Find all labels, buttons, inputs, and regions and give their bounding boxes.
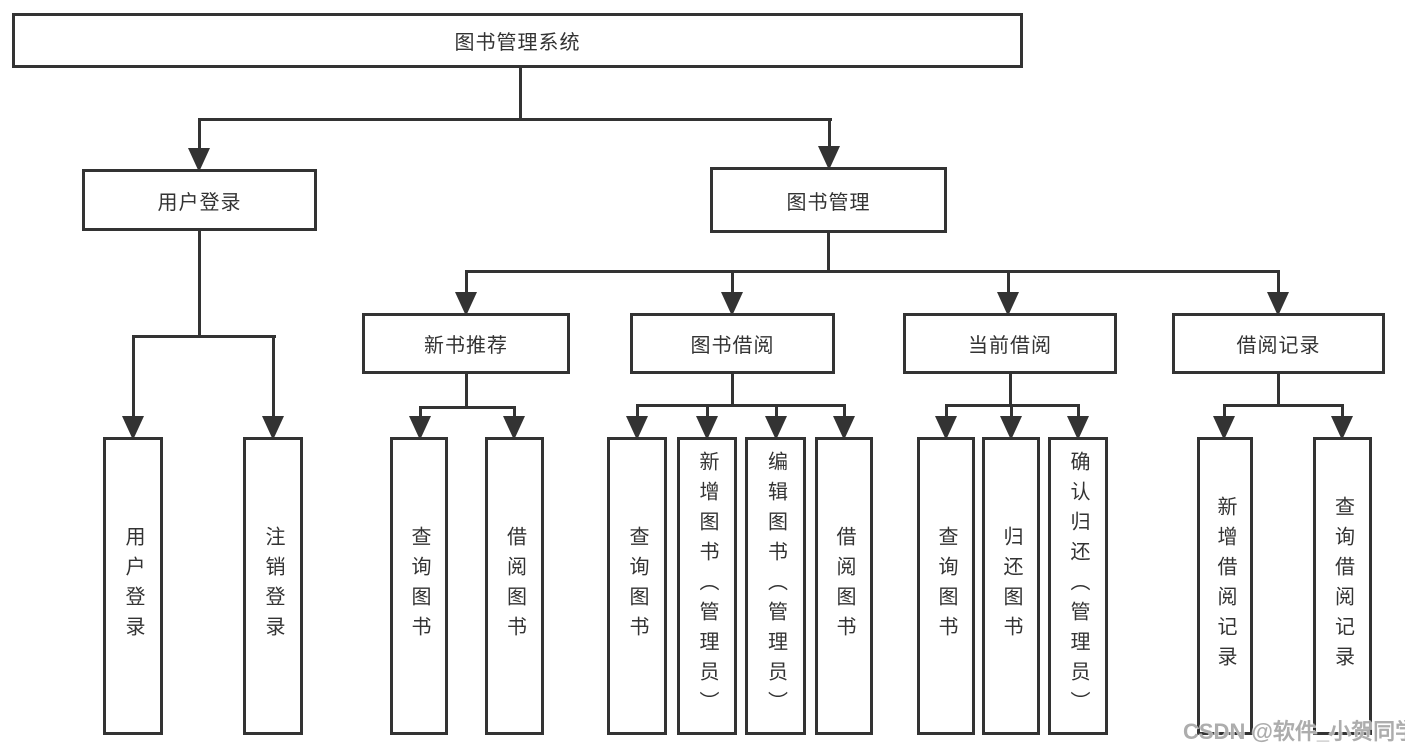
watermark: CSDN @软件_小贺同学 bbox=[1183, 719, 1405, 744]
connector-arrowhead bbox=[833, 416, 855, 440]
node-new-book-recommend: 新书推荐 bbox=[362, 313, 570, 374]
connector-arrowhead bbox=[1000, 416, 1022, 440]
node-borrow-records: 借阅记录 bbox=[1172, 313, 1385, 374]
leaf-return-books: 归还图书 bbox=[982, 437, 1040, 735]
leaf-borrow-books: 借阅图书 bbox=[815, 437, 873, 735]
connector-arrowhead bbox=[188, 148, 210, 172]
node-root-label: 图书管理系统 bbox=[454, 32, 581, 54]
connector-arrowhead bbox=[765, 416, 787, 440]
leaf-label: 用户登录 bbox=[122, 526, 144, 646]
leaf-query-books-current: 查询图书 bbox=[917, 437, 975, 735]
leaf-label: 归还图书 bbox=[1000, 526, 1022, 646]
connector-arrowhead bbox=[122, 416, 144, 440]
connector-line bbox=[636, 404, 845, 407]
connector-line bbox=[843, 404, 846, 419]
leaf-logout: 注销登录 bbox=[243, 437, 303, 735]
leaf-label: 查询借阅记录 bbox=[1331, 496, 1354, 676]
connector-line bbox=[198, 231, 201, 338]
connector-line bbox=[465, 374, 468, 408]
leaf-label: 新增借阅记录 bbox=[1214, 496, 1236, 676]
connector-line bbox=[828, 118, 831, 150]
connector-arrowhead bbox=[696, 416, 718, 440]
leaf-borrow-books-recommend: 借阅图书 bbox=[485, 437, 544, 735]
leaf-edit-books-admin: 编辑图书（管理员） bbox=[745, 437, 806, 735]
leaf-query-books-borrow: 查询图书 bbox=[607, 437, 667, 735]
node-root: 图书管理系统 bbox=[12, 13, 1023, 68]
connector-arrowhead bbox=[935, 416, 957, 440]
leaf-confirm-return-admin: 确认归还（管理员） bbox=[1048, 437, 1108, 735]
leaf-add-borrow-record: 新增借阅记录 bbox=[1197, 437, 1253, 735]
node-label: 借阅记录 bbox=[1236, 335, 1321, 357]
node-label: 图书借阅 bbox=[690, 335, 775, 357]
node-label: 新书推荐 bbox=[424, 335, 508, 357]
connector-arrowhead bbox=[1331, 416, 1353, 440]
node-book-management-branch: 图书管理 bbox=[710, 167, 947, 233]
connector-line bbox=[731, 270, 734, 296]
connector-line bbox=[1277, 270, 1280, 296]
connector-line bbox=[519, 68, 522, 121]
leaf-add-books-admin: 新增图书（管理员） bbox=[677, 437, 737, 735]
connector-arrowhead bbox=[1067, 416, 1089, 440]
leaf-query-borrow-record: 查询借阅记录 bbox=[1313, 437, 1372, 735]
leaf-label: 编辑图书（管理员） bbox=[764, 451, 787, 721]
connector-arrowhead bbox=[503, 416, 525, 440]
connector-arrowhead bbox=[721, 292, 743, 316]
connector-arrowhead bbox=[997, 292, 1019, 316]
connector-line bbox=[1007, 270, 1010, 296]
connector-line bbox=[827, 233, 830, 273]
leaf-label: 借阅图书 bbox=[503, 526, 526, 646]
connector-arrowhead bbox=[1213, 416, 1235, 440]
connector-line bbox=[465, 270, 468, 296]
connector-line bbox=[1009, 374, 1012, 406]
connector-line bbox=[636, 404, 639, 419]
connector-line bbox=[198, 118, 832, 121]
leaf-label: 查询图书 bbox=[626, 526, 648, 646]
connector-line bbox=[198, 118, 201, 152]
connector-line bbox=[945, 404, 948, 419]
connector-line bbox=[132, 335, 135, 420]
connector-line bbox=[272, 335, 275, 420]
node-label: 当前借阅 bbox=[968, 335, 1052, 357]
connector-line bbox=[465, 270, 1280, 273]
connector-line bbox=[1010, 404, 1013, 419]
connector-line bbox=[706, 404, 709, 419]
connector-line bbox=[1277, 374, 1280, 406]
connector-arrowhead bbox=[409, 416, 431, 440]
node-book-borrow: 图书借阅 bbox=[630, 313, 835, 374]
connector-line bbox=[775, 404, 778, 419]
leaf-label: 新增图书（管理员） bbox=[696, 451, 718, 721]
connector-arrowhead bbox=[1267, 292, 1289, 316]
connector-arrowhead bbox=[455, 292, 477, 316]
connector-line bbox=[1341, 404, 1344, 419]
connector-line bbox=[731, 374, 734, 406]
connector-arrowhead bbox=[262, 416, 284, 440]
leaf-label: 查询图书 bbox=[935, 526, 957, 646]
connector-line bbox=[132, 335, 276, 338]
leaf-user-login: 用户登录 bbox=[103, 437, 163, 735]
connector-line bbox=[513, 406, 516, 419]
connector-line bbox=[1077, 404, 1080, 419]
connector-line bbox=[419, 406, 422, 419]
leaf-label: 查询图书 bbox=[408, 526, 430, 646]
leaf-query-books-recommend: 查询图书 bbox=[390, 437, 448, 735]
leaf-label: 借阅图书 bbox=[833, 526, 855, 646]
connector-arrowhead bbox=[626, 416, 648, 440]
leaf-label: 注销登录 bbox=[262, 526, 284, 646]
connector-line bbox=[1223, 404, 1344, 407]
leaf-label: 确认归还（管理员） bbox=[1067, 451, 1089, 721]
node-label: 用户登录 bbox=[157, 191, 242, 214]
node-current-borrow: 当前借阅 bbox=[903, 313, 1117, 374]
connector-arrowhead bbox=[818, 146, 840, 170]
node-user-login-branch: 用户登录 bbox=[82, 169, 317, 231]
connector-line bbox=[419, 406, 516, 409]
node-label: 图书管理 bbox=[786, 191, 871, 214]
connector-line bbox=[1223, 404, 1226, 419]
